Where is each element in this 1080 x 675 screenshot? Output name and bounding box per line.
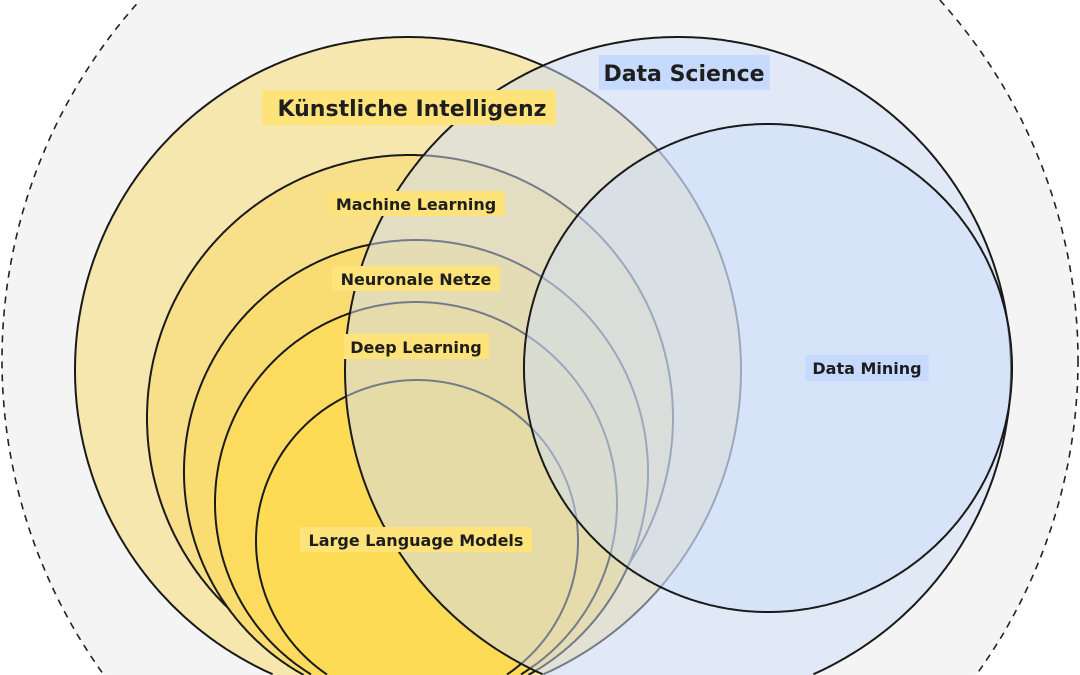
label-bg-ds — [599, 55, 770, 90]
label-bg-llm — [300, 527, 532, 552]
label-data-science: Data Science — [603, 62, 764, 87]
label-bg-dm — [805, 355, 929, 381]
ai-labels: Künstliche Intelligenz Machine Learning … — [262, 90, 556, 552]
label-neuronale-netze: Neuronale Netze — [341, 270, 492, 289]
label-bg-ml — [327, 191, 505, 216]
ds-labels: Data Science Data Mining — [599, 55, 929, 381]
label-bg-dl — [344, 334, 489, 359]
circle-data-mining-outline — [523, 123, 1013, 613]
label-bg-ai — [262, 90, 556, 125]
circle-data-mining-fill[interactable] — [524, 124, 1012, 612]
circle-data-science-fill[interactable] — [345, 37, 1011, 675]
label-kuenstliche-intelligenz: Künstliche Intelligenz — [277, 97, 546, 122]
label-machine-learning: Machine Learning — [336, 195, 496, 214]
label-bg-nn — [332, 266, 500, 291]
label-large-language-models: Large Language Models — [309, 531, 524, 550]
label-deep-learning: Deep Learning — [350, 338, 481, 357]
label-data-mining: Data Mining — [812, 359, 921, 378]
